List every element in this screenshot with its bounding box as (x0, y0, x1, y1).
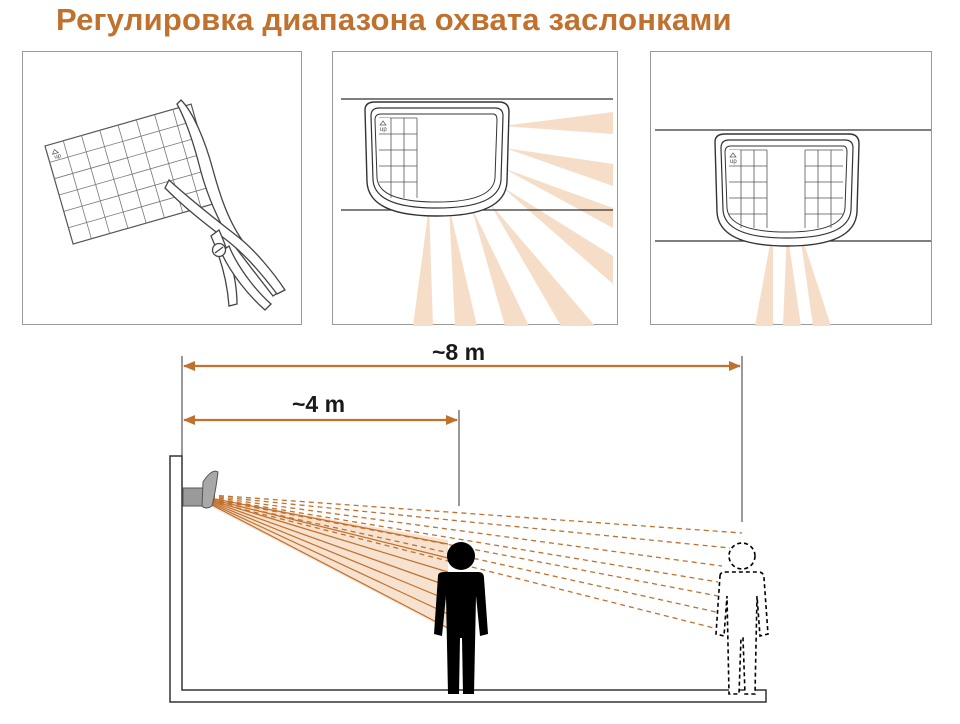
sensor-narrow-range-illustration: up (655, 129, 931, 326)
panel-sensor-narrow-range: up (650, 51, 932, 326)
panel-cut-shutter: up (22, 51, 302, 325)
motion-sensor-icon (182, 470, 219, 509)
far-distance-label: ~8 m (432, 339, 485, 365)
far-beam-lines (209, 494, 743, 629)
up-mark-label: up (54, 153, 63, 161)
sensor-wide-range-illustration: up (341, 98, 613, 326)
page-title: Регулировка диапазона охвата заслонками (56, 2, 732, 37)
person-near-icon (434, 542, 488, 694)
detection-distance-diagram: ~8 m ~4 m (169, 339, 769, 703)
scissors-cutting-illustration: up (44, 99, 286, 311)
near-distance-label: ~4 m (292, 391, 345, 417)
panel-sensor-wide-range: up (332, 51, 618, 326)
person-far-icon (715, 542, 769, 695)
scissors-icon (164, 99, 286, 311)
up-mark-label: up (380, 127, 387, 133)
up-mark-label: up (730, 159, 737, 165)
